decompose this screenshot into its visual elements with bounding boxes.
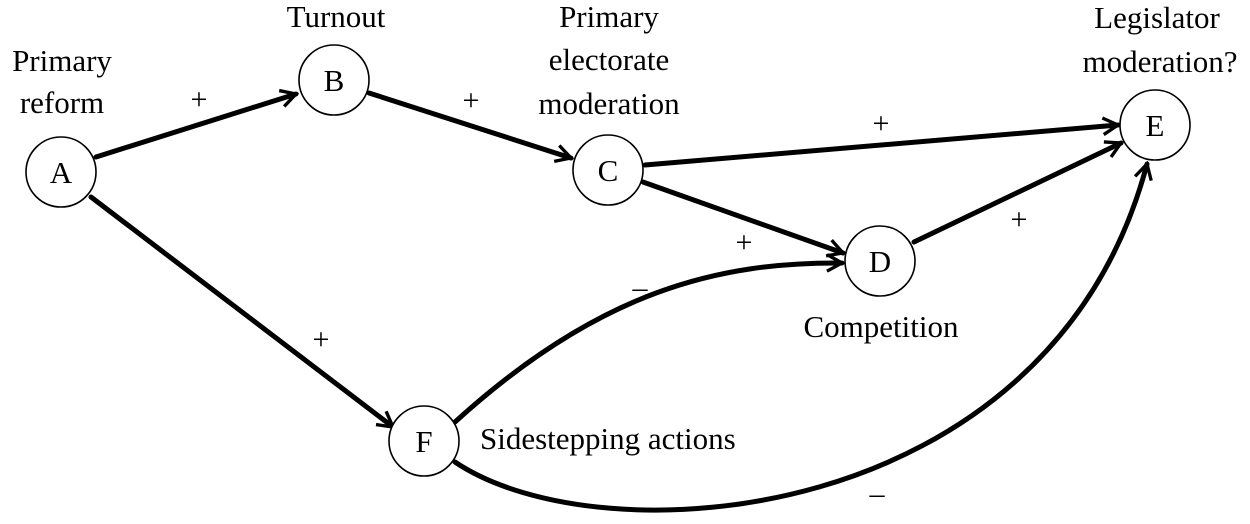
node-c-letter: C: [598, 153, 619, 188]
edge-f-to-d: [452, 263, 842, 425]
edge-d-e-sign: +: [1011, 203, 1028, 236]
node-b-letter: B: [324, 63, 345, 98]
node-c-label-line3: moderation: [538, 86, 680, 121]
edge-f-d-sign: –: [632, 271, 649, 304]
edge-a-b-sign: +: [191, 83, 208, 116]
node-f-circle: [388, 405, 460, 477]
edge-b-to-c: [366, 90, 571, 158]
node-d: D: [844, 225, 916, 297]
edge-d-to-e: [911, 143, 1121, 245]
node-b: B: [298, 44, 370, 116]
node-e: E: [1119, 89, 1191, 161]
edge-a-f-sign: +: [313, 323, 330, 356]
node-a-circle: [25, 136, 97, 208]
node-e-circle: [1119, 89, 1191, 161]
node-e-label-line1: Legislator: [1094, 0, 1220, 35]
node-f: F: [388, 405, 460, 477]
edge-f-e-sign: –: [869, 477, 886, 510]
edge-b-c-sign: +: [463, 84, 480, 117]
edge-c-d-sign: +: [736, 226, 753, 259]
node-b-label: Turnout: [287, 0, 386, 34]
node-c-label-line2: electorate: [549, 42, 669, 77]
edge-c-e-sign: +: [873, 107, 890, 140]
node-f-label: Sidestepping actions: [480, 421, 736, 456]
node-d-label: Competition: [804, 309, 960, 344]
edge-c-to-d: [640, 179, 843, 253]
node-a-label-line1: Primary: [12, 43, 112, 78]
node-a-label-line2: reform: [20, 85, 104, 120]
node-a: A: [25, 136, 97, 208]
edge-a-to-b: [93, 94, 296, 160]
edge-f-to-e: [452, 164, 1147, 513]
edge-c-to-e: [642, 125, 1118, 168]
edge-a-to-f: [88, 194, 393, 430]
node-e-letter: E: [1146, 108, 1165, 143]
node-b-circle: [298, 44, 370, 116]
node-d-letter: D: [869, 244, 891, 279]
node-c: C: [572, 134, 644, 206]
node-c-circle: [572, 134, 644, 206]
node-c-label-line1: Primary: [559, 0, 659, 34]
node-e-label-line2: moderation?: [1083, 44, 1238, 79]
node-d-circle: [844, 225, 916, 297]
node-f-letter: F: [415, 424, 432, 459]
node-a-letter: A: [50, 155, 73, 190]
